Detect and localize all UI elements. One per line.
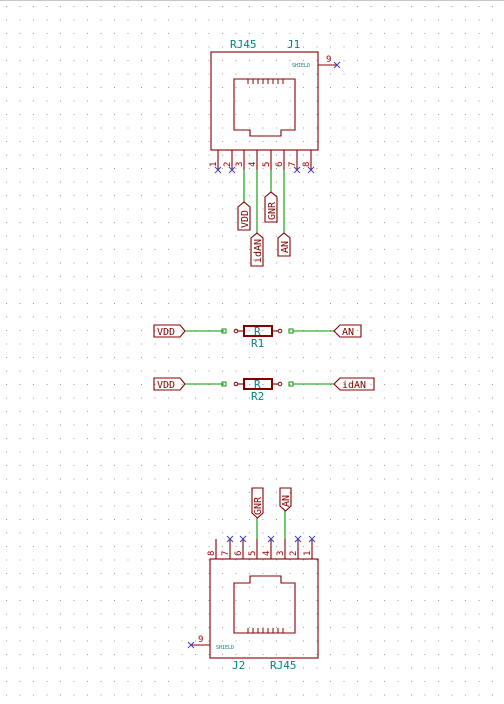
j2-pin-8: 8: [207, 551, 217, 556]
label-gnr-top-shape: [264, 191, 278, 223]
resistor-r2[interactable]: VDD R R2 idAN: [153, 377, 375, 403]
j1-pin-5: 5: [262, 162, 272, 167]
j1-shield-label: SHIELD: [292, 63, 310, 69]
r1-pin2-end: [277, 328, 283, 334]
j2-socket-contacts: [247, 628, 284, 633]
r2-right-label-shape: [333, 377, 375, 391]
j1-wires: [243, 170, 285, 233]
label-gnr-top-text: GNR: [267, 201, 278, 220]
r1-reference: R1: [251, 337, 264, 350]
label-an-bottom-shape: [279, 487, 292, 512]
r2-reference: R2: [251, 390, 264, 403]
r2-pin1-end: [233, 381, 239, 387]
j2-pin-4: 4: [262, 551, 272, 556]
label-gnr-bottom[interactable]: GNR: [251, 487, 264, 519]
label-idan-top-shape: [250, 232, 264, 267]
j1-body: [210, 51, 319, 151]
j1-socket-outline: [233, 78, 296, 137]
label-gnr-top[interactable]: GNR: [264, 191, 278, 223]
label-gnr-bottom-shape: [251, 487, 264, 519]
label-vdd-top-shape: [237, 201, 251, 231]
r2-left-label: VDD: [157, 380, 175, 391]
label-an-bottom[interactable]: AN: [279, 487, 292, 512]
r1-left-label: VDD: [157, 327, 175, 338]
j2-pin-1: 1: [303, 551, 313, 556]
j2-pin-3: 3: [276, 551, 286, 556]
j2-shield-no-connect: [187, 641, 195, 649]
label-idan-top-text: idAN: [253, 239, 264, 263]
j2-shield-label: SHIELD: [216, 645, 234, 651]
r1-right-label-shape: [333, 324, 362, 338]
label-an-top-text: AN: [280, 241, 291, 253]
j1-shield-pin-number: 9: [326, 55, 331, 65]
r1-left-wire-end: [221, 328, 227, 334]
j1-socket-contacts: [247, 79, 284, 84]
j2-body: [209, 558, 319, 659]
j1-shield-no-connect: [333, 61, 341, 69]
j2-pin-stubs: [215, 539, 313, 559]
j1-pin-1: 1: [209, 162, 219, 167]
j2-shield-pin-number: 9: [198, 635, 203, 645]
r2-pin2-end: [277, 381, 283, 387]
j2-pin-5: 5: [248, 551, 258, 556]
j2-reference: J2: [232, 659, 245, 672]
j2-pin-7: 7: [221, 551, 231, 556]
j1-pin-3: 3: [235, 162, 245, 167]
j2-pin-2: 2: [289, 551, 299, 556]
r2-left-label-shape: [153, 377, 186, 391]
connector-j1[interactable]: RJ45 J1 SHIELD 9: [209, 38, 341, 233]
r1-right-label: AN: [342, 327, 354, 338]
r1-value: R: [254, 325, 261, 338]
j1-pin-7: 7: [288, 162, 298, 167]
j2-socket-outline: [233, 575, 296, 634]
r2-value: R: [254, 378, 261, 391]
r2-left-wire-end: [221, 381, 227, 387]
j2-no-connect-markers: [226, 535, 316, 543]
j1-pin-numbers: 1 2 3 4 5 6 7 8: [209, 162, 312, 167]
label-vdd-top[interactable]: VDD: [237, 201, 251, 231]
label-idan-top[interactable]: idAN: [250, 232, 264, 267]
j1-pin-4: 4: [248, 162, 258, 167]
r1-left-label-shape: [153, 324, 186, 338]
r1-pin1-end: [233, 328, 239, 334]
label-gnr-bottom-text: GNR: [253, 496, 264, 515]
j2-wires: [256, 511, 286, 539]
j2-pin-numbers: 8 7 6 5 4 3 2 1: [207, 551, 313, 556]
j1-reference: J1: [287, 38, 300, 51]
j1-pin-stubs: [217, 150, 312, 170]
j1-pin-6: 6: [275, 162, 285, 167]
j1-pin-8: 8: [302, 162, 312, 167]
j1-value: RJ45: [230, 38, 257, 51]
label-vdd-top-text: VDD: [240, 210, 251, 228]
resistor-r1[interactable]: VDD R R1 AN: [153, 324, 362, 350]
connector-j2[interactable]: 8 7 6 5 4 3 2 1 SHIELD 9 J2 RJ45: [187, 511, 319, 672]
label-an-top-shape: [277, 232, 291, 257]
j1-no-connect-markers: [214, 166, 315, 174]
j1-pin-2: 2: [223, 162, 233, 167]
j2-value: RJ45: [270, 659, 297, 672]
grid-dots: [6, 6, 493, 696]
label-an-bottom-text: AN: [281, 495, 292, 507]
label-an-top[interactable]: AN: [277, 232, 291, 257]
r2-right-label: idAN: [342, 380, 366, 391]
j2-pin-6: 6: [234, 551, 244, 556]
